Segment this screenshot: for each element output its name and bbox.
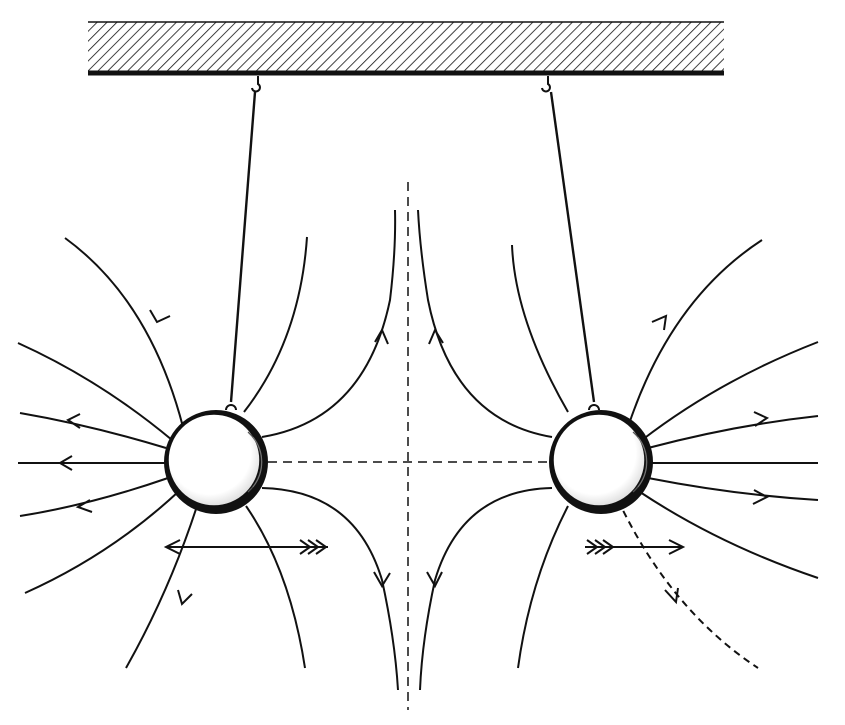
left-sphere	[164, 410, 268, 514]
hatched-ceiling	[88, 21, 724, 76]
left-field-lines	[17, 209, 399, 691]
right-sphere-loop	[588, 404, 600, 411]
left-sphere-loop	[225, 404, 237, 411]
right-sphere	[549, 410, 653, 514]
left-thread	[229, 91, 257, 403]
right-field-lines	[417, 209, 819, 691]
right-hook	[541, 76, 551, 93]
right-force-arrow	[585, 539, 686, 555]
field-line-arrowheads	[58, 309, 770, 606]
right-thread	[549, 91, 596, 403]
left-force-arrow	[163, 539, 328, 555]
left-hook	[251, 76, 261, 93]
